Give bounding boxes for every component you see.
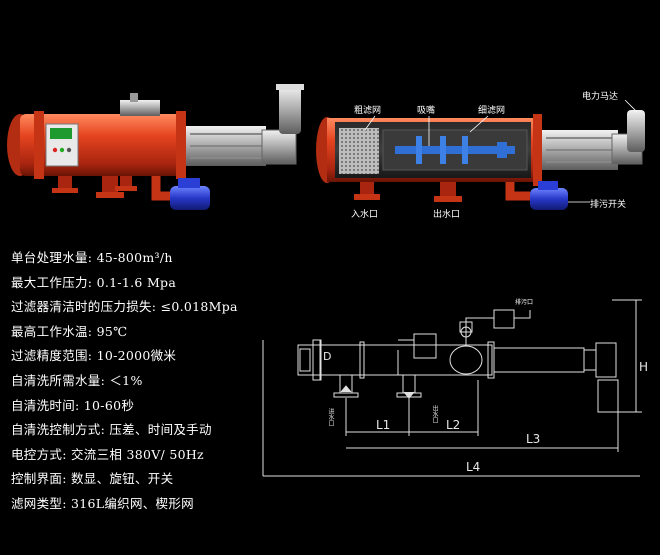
spec-clean-time: 自清洗时间: 10-60秒 (11, 397, 135, 413)
left-gearbox (261, 129, 297, 165)
suction-nozzle-2 (440, 136, 446, 164)
panel-knob (66, 147, 72, 153)
dim-l1: L1 (376, 418, 391, 432)
suction-nozzle-3 (462, 136, 468, 164)
left-drain-valve (170, 186, 210, 210)
callout-motor: 电力马达 (582, 92, 619, 102)
dim-l2: L2 (446, 418, 461, 432)
right-inlet-flange (354, 194, 380, 200)
dim-l3: L3 (526, 432, 541, 446)
spec-precision: 过滤精度范围: 10-2000微米 (11, 348, 177, 364)
dim-h: H (639, 360, 649, 374)
left-inlet-flange (52, 188, 78, 193)
left-flange-1 (34, 111, 44, 179)
spec-control-mode: 自清洗控制方式: 压差、时间及手动 (11, 422, 212, 438)
left-outlet-flange (96, 192, 124, 198)
left-motor (279, 86, 301, 134)
panel-indicator-red (52, 147, 58, 153)
suction-nozzle-1 (416, 136, 422, 164)
spec-flow-rate: 单台处理水量: 45-800m³/h (11, 250, 173, 265)
drawing-drain-label: 排污口 (515, 299, 534, 306)
dim-l4: L4 (466, 460, 481, 474)
right-outlet-flange (434, 196, 462, 202)
spec-power: 电控方式: 交流三相 380V/ 50Hz (11, 446, 204, 462)
drawing-outlet-label: 出水口 (431, 405, 438, 423)
drawing-inlet-label: 进水口 (327, 408, 334, 426)
filter-left-closed (7, 84, 304, 210)
spec-max-temp: 最高工作水温: 95℃ (11, 323, 128, 339)
dim-d: D (323, 350, 332, 363)
lifting-lug (120, 100, 160, 116)
callout-inlet: 入水口 (351, 210, 379, 220)
filter-right-cutaway (316, 99, 645, 210)
right-drain-valve (530, 188, 568, 210)
callout-coarse-screen: 粗滤网 (354, 106, 382, 116)
left-tank-body (20, 114, 182, 176)
panel-indicator-green (59, 147, 65, 153)
spec-screen-type: 滤网类型: 316L编织网、楔形网 (11, 495, 194, 511)
left-flange-2 (176, 111, 186, 179)
right-motor (627, 110, 645, 152)
spec-water-use: 自清洗所需水量: ＜1% (11, 372, 143, 388)
spec-interface: 控制界面: 数显、旋钮、开关 (11, 471, 174, 487)
spec-list: 单台处理水量: 45-800m³/h 最大工作压力: 0.1-1.6 Mpa 过… (11, 246, 271, 517)
callout-suction-nozzle: 吸嘴 (417, 106, 436, 116)
drawing-tank (297, 344, 493, 376)
callout-fine-screen: 细滤网 (478, 106, 506, 116)
callout-drain-switch: 排污开关 (590, 200, 627, 210)
spec-max-pressure: 最大工作压力: 0.1-1.6 Mpa (11, 274, 177, 290)
suction-pipe (395, 146, 515, 154)
digital-display (50, 128, 72, 139)
coarse-screen (339, 128, 379, 174)
spec-pressure-loss: 过滤器清洁时的压力损失: ≤0.018Mpa (11, 299, 238, 315)
dimension-drawing (262, 299, 642, 477)
callout-outlet: 出水口 (433, 210, 461, 220)
